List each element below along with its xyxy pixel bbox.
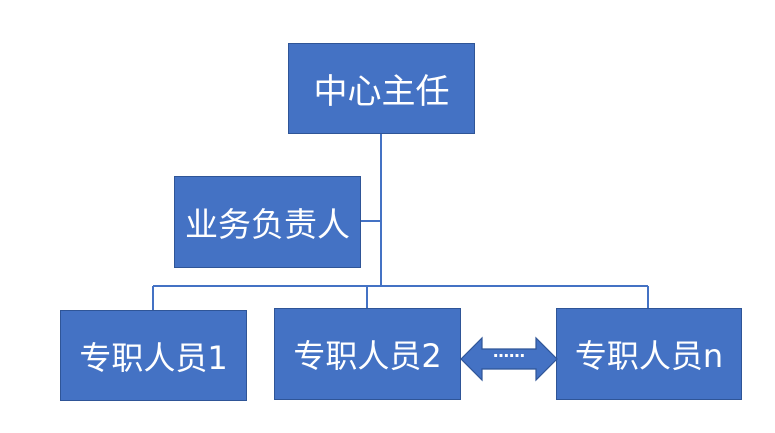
business-lead-label: 业务负责人 <box>185 205 350 244</box>
staff-n-label: 专职人员n <box>574 337 724 375</box>
double-arrow-icon <box>460 336 558 382</box>
staff-2-box: 专职人员2 <box>274 308 461 400</box>
staff-1-label: 专职人员1 <box>79 338 228 377</box>
staff-1-box: 专职人员1 <box>60 310 247 401</box>
staff-n-box: 专职人员n <box>556 308 742 400</box>
director-box: 中心主任 <box>288 43 475 134</box>
director-label: 中心主任 <box>313 72 450 112</box>
ellipsis-label: …… <box>493 342 525 361</box>
business-lead-box: 业务负责人 <box>174 176 361 268</box>
staff-2-label: 专职人员2 <box>293 337 442 375</box>
